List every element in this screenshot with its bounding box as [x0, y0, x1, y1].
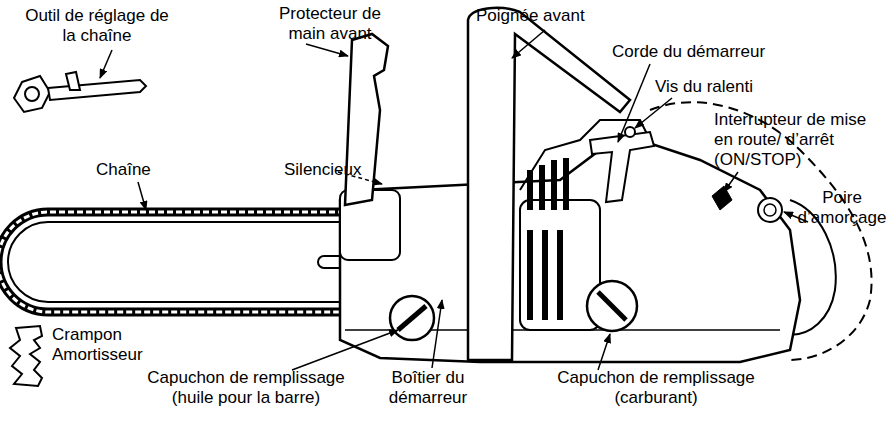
on-stop-switch [712, 186, 732, 210]
leader-line [512, 30, 545, 58]
cooling-vents [530, 158, 566, 320]
leader-line [635, 98, 672, 128]
part-label: Poignée avant [476, 6, 616, 26]
idle-screw [625, 127, 635, 137]
primer-bulb [758, 198, 782, 222]
chain-tool [14, 72, 146, 112]
part-label: Vis du ralenti [655, 77, 795, 97]
leader-line [100, 50, 112, 78]
vent [542, 230, 548, 320]
cap-ring [587, 281, 637, 331]
bar-oil-cap [390, 296, 434, 340]
part-label: Silencieux [284, 160, 384, 180]
engine-body [340, 140, 800, 362]
part-label: Crampon Amortisseur [52, 325, 162, 365]
cap-slot [598, 292, 626, 320]
vent [539, 165, 545, 210]
part-label: Outil de réglage de la chaîne [22, 6, 172, 46]
part-label: Interrupteur de mise en route/ d’arrêt (… [714, 110, 869, 170]
vent [551, 160, 557, 210]
cap-ring [390, 296, 434, 340]
cap-slot [398, 306, 426, 330]
vent [563, 158, 569, 210]
part-label: Poire d’amorçage [790, 188, 893, 228]
tool-socket-2 [66, 72, 80, 90]
tool-socket [14, 76, 50, 112]
leader-line [432, 300, 442, 368]
tool-hole [25, 87, 39, 101]
part-label: Capuchon de remplissage (huile pour la b… [126, 368, 366, 408]
leader-line [138, 182, 146, 210]
starter-grip [590, 132, 654, 202]
leader-line [618, 64, 650, 142]
part-label: Capuchon de remplissage (carburant) [536, 368, 776, 408]
vent [527, 230, 533, 320]
fuel-cap [587, 281, 637, 331]
bumper-spike [10, 326, 42, 386]
tool-shaft [48, 80, 146, 100]
part-label: Chaîne [96, 160, 176, 180]
vent [527, 170, 533, 210]
leader-line [292, 330, 398, 370]
part-label: Boîtier du démarreur [376, 368, 480, 408]
part-label: Protecteur de main avant [265, 4, 395, 44]
vent [557, 230, 563, 320]
part-label: Corde du démarreur [612, 42, 782, 62]
leader-line [724, 172, 738, 192]
primer-bulb-inner [764, 204, 776, 216]
leader-line [598, 334, 610, 370]
leader-line [306, 44, 348, 56]
leader-lines [100, 30, 808, 370]
